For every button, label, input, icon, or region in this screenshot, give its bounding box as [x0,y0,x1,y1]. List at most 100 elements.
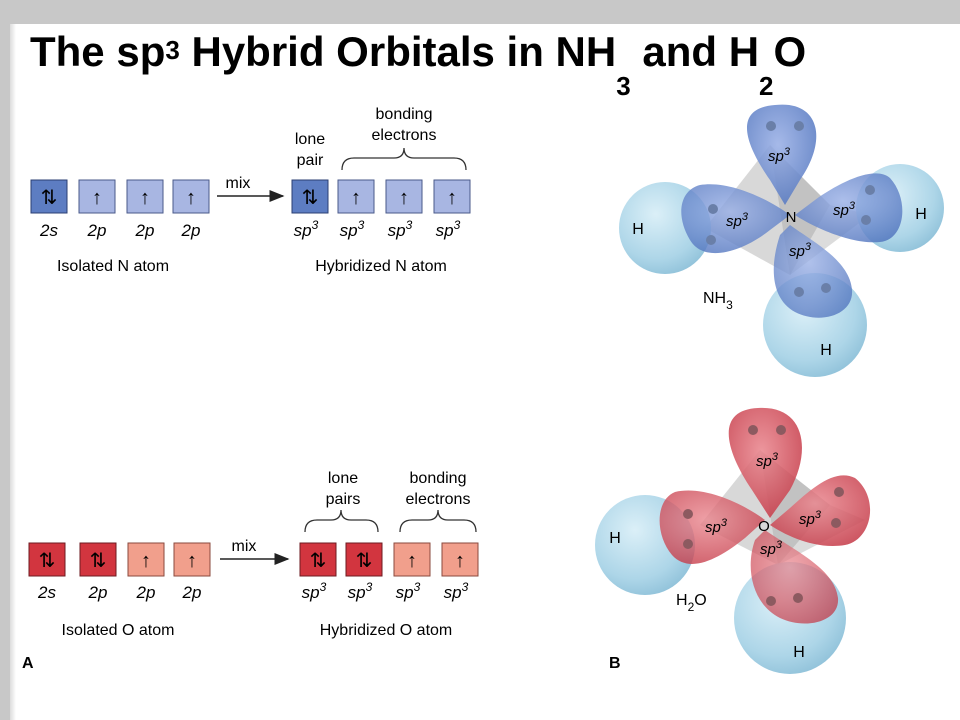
h-label: H [609,530,621,547]
orbital-box [172,179,210,214]
isolated-o-caption: Isolated O atom [62,622,175,639]
isolated-o-boxes: ⇅ ⇅ ↑ ↑ 2s 2p 2p 2p [28,542,211,602]
spin-arrows: ⇅ [310,550,327,572]
orbital-label: 2p [136,583,156,602]
orbital-label: sp3 [444,580,469,602]
bonding-label-line2: electrons [372,127,437,144]
hybridized-o-caption: Hybridized O atom [320,622,453,639]
sp3-label: sp3 [799,509,822,528]
orbital-label: 2s [37,583,56,602]
orbital-box [79,542,117,577]
electron-dot [766,121,776,131]
electron-dot [831,518,841,528]
lone-pair-label-line2: pair [297,152,324,169]
electron-dot [834,487,844,497]
electron-dot [766,596,776,606]
orbital-box [441,542,479,577]
top-band [0,0,960,24]
panel-a-label: A [22,655,34,672]
bonding-brace [341,147,467,171]
sp3-label: sp3 [760,539,783,558]
orbital-box [173,542,211,577]
sp3-label: sp3 [726,211,749,230]
orbital-label: sp3 [294,218,319,240]
sp3-label: sp3 [768,146,791,165]
hybridized-o-boxes: ⇅ ⇅ ↑ ↑ sp3 sp3 sp3 sp3 [299,542,479,602]
bonding-brace [399,509,477,533]
orbital-label: 2p [182,583,202,602]
hybridized-n-caption: Hybridized N atom [315,258,447,275]
orbital-box [345,542,383,577]
orbital-label: sp3 [396,580,421,602]
orbital-box [291,179,329,214]
electron-dot [683,509,693,519]
orbital-box [28,542,66,577]
spin-arrows: ↑ [407,550,417,572]
bonding-label-line2: electrons [406,491,471,508]
hybridized-n-boxes: ⇅ ↑ ↑ ↑ sp3 sp3 sp3 sp3 [291,179,471,240]
lone-pairs-label-line2: pairs [326,491,361,508]
orbital-box [30,179,68,214]
isolated-n-boxes: ⇅ ↑ ↑ ↑ 2s 2p 2p 2p [30,179,210,240]
spin-arrows: ↑ [399,187,409,209]
spin-arrows: ⇅ [302,187,319,209]
electron-dot [776,425,786,435]
bonding-label-line1: bonding [410,470,467,487]
orbital-box [433,179,471,214]
bonding-label-line1: bonding [376,106,433,123]
lone-pair-label-line1: lone [295,131,325,148]
electron-dot [706,235,716,245]
spin-arrows: ↑ [141,550,151,572]
orbital-box [337,179,375,214]
spin-arrows: ↑ [455,550,465,572]
orbital-label: 2p [88,583,108,602]
electron-dot [794,287,804,297]
spin-arrows: ↑ [351,187,361,209]
spin-arrows: ↑ [187,550,197,572]
orbital-box [299,542,337,577]
h-label: H [820,342,832,359]
slide-title: The sp3 Hybrid Orbitals in NH3 and H2O [30,28,807,101]
left-edge-shadow [10,24,16,720]
spin-arrows: ↑ [140,187,150,209]
panel-b-label: B [609,655,621,672]
spin-arrows: ↑ [92,187,102,209]
lone-pairs-label-line1: lone [328,470,358,487]
h2o-model: sp3 sp3 sp3 sp3 O H H H2O [595,407,871,674]
center-atom-label: N [786,209,797,226]
orbital-label: sp3 [436,218,461,240]
spin-arrows: ↑ [447,187,457,209]
orbital-label: 2s [39,221,58,240]
orbital-box [393,542,431,577]
mix-label: mix [232,538,257,555]
h2o-formula: H2O [676,592,707,614]
sp3-lobe [773,225,853,318]
spin-arrows: ⇅ [41,187,58,209]
orbital-label: sp3 [348,580,373,602]
sp3-lobe-lone-pair [770,475,871,546]
center-atom-label: O [758,518,770,535]
h-label: H [632,221,644,238]
orbital-label: 2p [87,221,107,240]
spin-arrows: ↑ [186,187,196,209]
orbital-label: 2p [135,221,155,240]
orbital-box [126,179,164,214]
sp3-label: sp3 [756,451,779,470]
spin-arrows: ⇅ [356,550,373,572]
mix-label: mix [226,175,251,192]
lone-pairs-brace [304,509,379,533]
h-label: H [915,206,927,223]
sp3-lobe-lone-pair [728,407,802,518]
isolated-n-caption: Isolated N atom [57,258,169,275]
sp3-label: sp3 [789,241,812,260]
sp3-label: sp3 [705,517,728,536]
sp3-label: sp3 [833,200,856,219]
nitrogen-orbital-diagram: ⇅ ↑ ↑ ↑ 2s 2p 2p 2p Isolated N atom mix … [30,106,471,275]
electron-dot [708,204,718,214]
electron-dot [821,283,831,293]
spin-arrows: ⇅ [90,550,107,572]
nh3-model: sp3 sp3 sp3 sp3 N H H H NH3 [619,104,944,377]
electron-dot [794,121,804,131]
left-band [0,24,10,720]
